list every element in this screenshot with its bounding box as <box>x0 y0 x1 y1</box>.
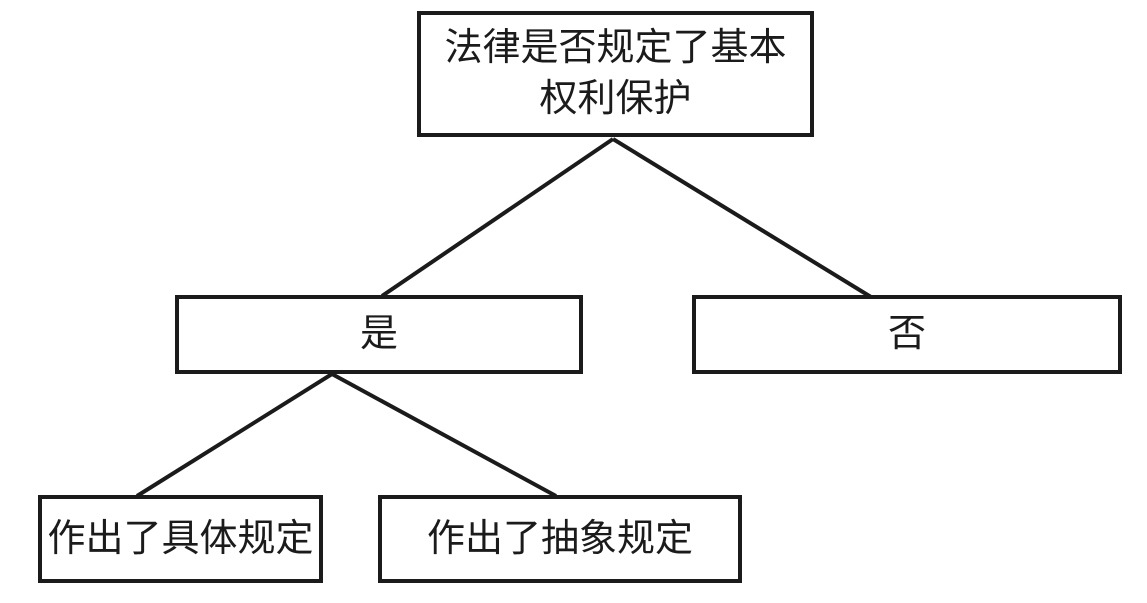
node-no: 否 <box>692 295 1122 374</box>
node-concrete-provision-label: 作出了具体规定 <box>47 517 314 560</box>
node-root-label-line2: 权利保护 <box>539 78 692 120</box>
node-root-label: 法律是否规定了基本 权利保护 <box>444 23 786 125</box>
edge-yes-abstract <box>331 372 557 498</box>
node-root-question: 法律是否规定了基本 权利保护 <box>417 11 814 137</box>
node-concrete-provision: 作出了具体规定 <box>38 495 323 583</box>
node-abstract-provision-label: 作出了抽象规定 <box>426 517 693 560</box>
node-abstract-provision: 作出了抽象规定 <box>378 495 742 583</box>
node-yes-label: 是 <box>359 313 398 356</box>
edge-yes-concrete <box>135 372 334 498</box>
edge-root-yes <box>380 137 615 298</box>
edge-root-no <box>611 137 873 299</box>
node-root-label-line1: 法律是否规定了基本 <box>444 27 787 69</box>
node-yes: 是 <box>175 295 583 374</box>
node-no-label: 否 <box>887 313 926 356</box>
